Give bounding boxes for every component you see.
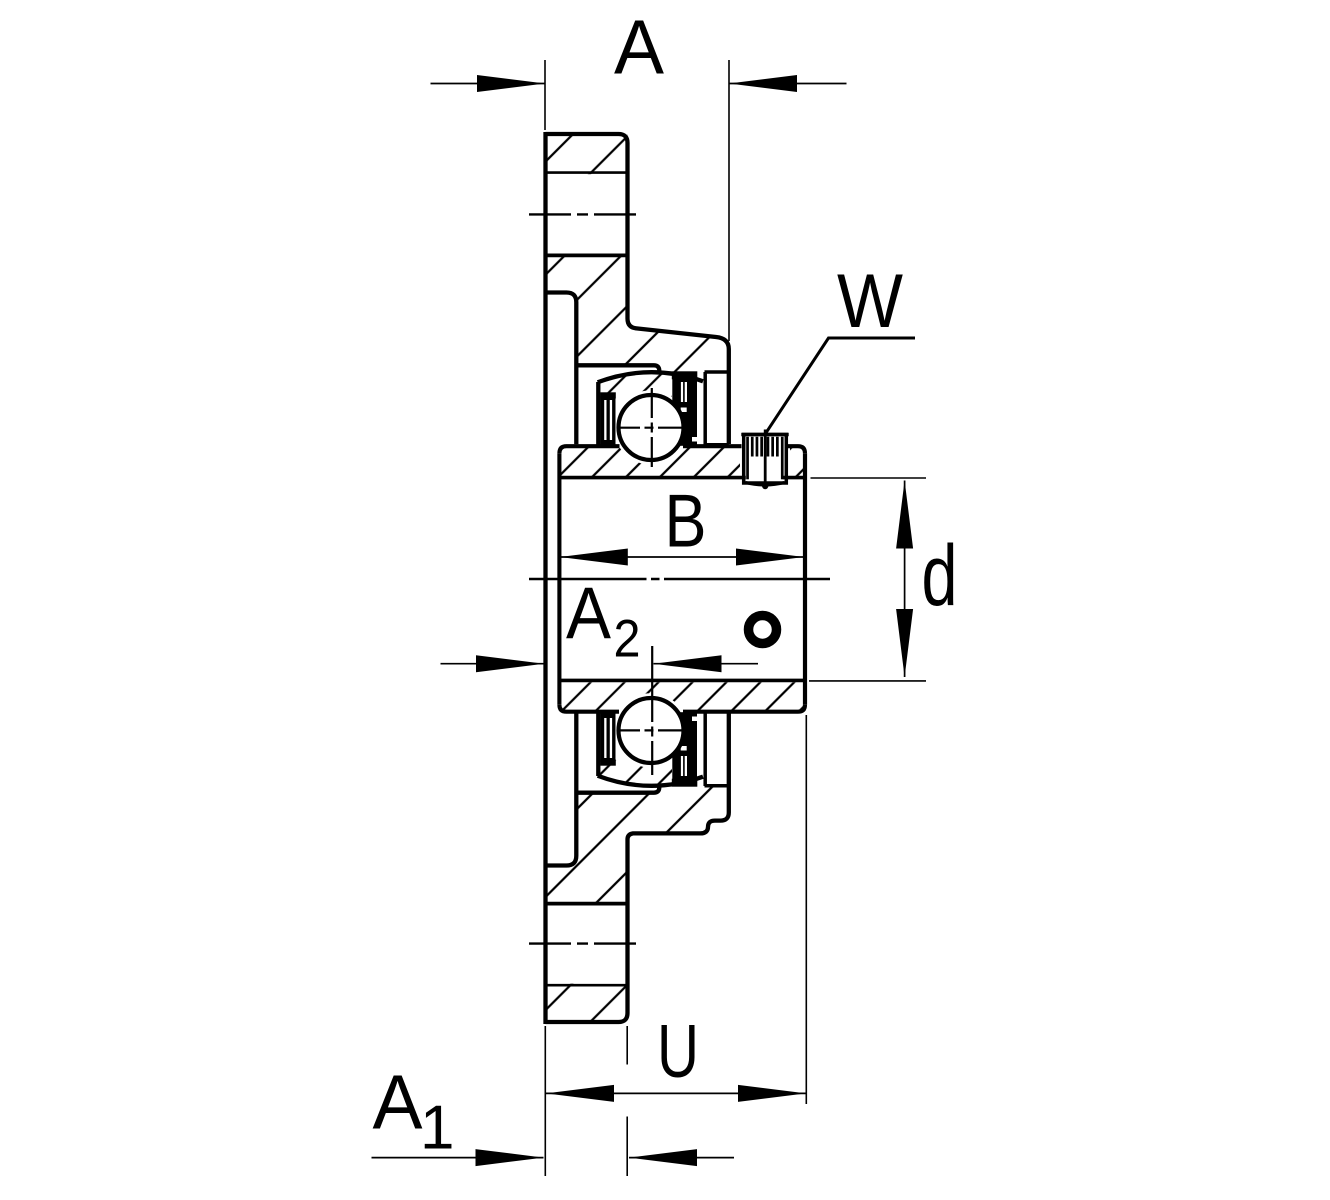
svg-text:B: B [665,479,707,563]
svg-text:A: A [614,5,665,91]
svg-text:d: d [922,528,958,624]
svg-text:A: A [566,574,611,655]
svg-text:W: W [837,259,903,344]
svg-text:2: 2 [614,610,641,669]
svg-text:1: 1 [420,1094,454,1163]
svg-text:A: A [373,1060,424,1146]
svg-text:U: U [657,1009,699,1093]
